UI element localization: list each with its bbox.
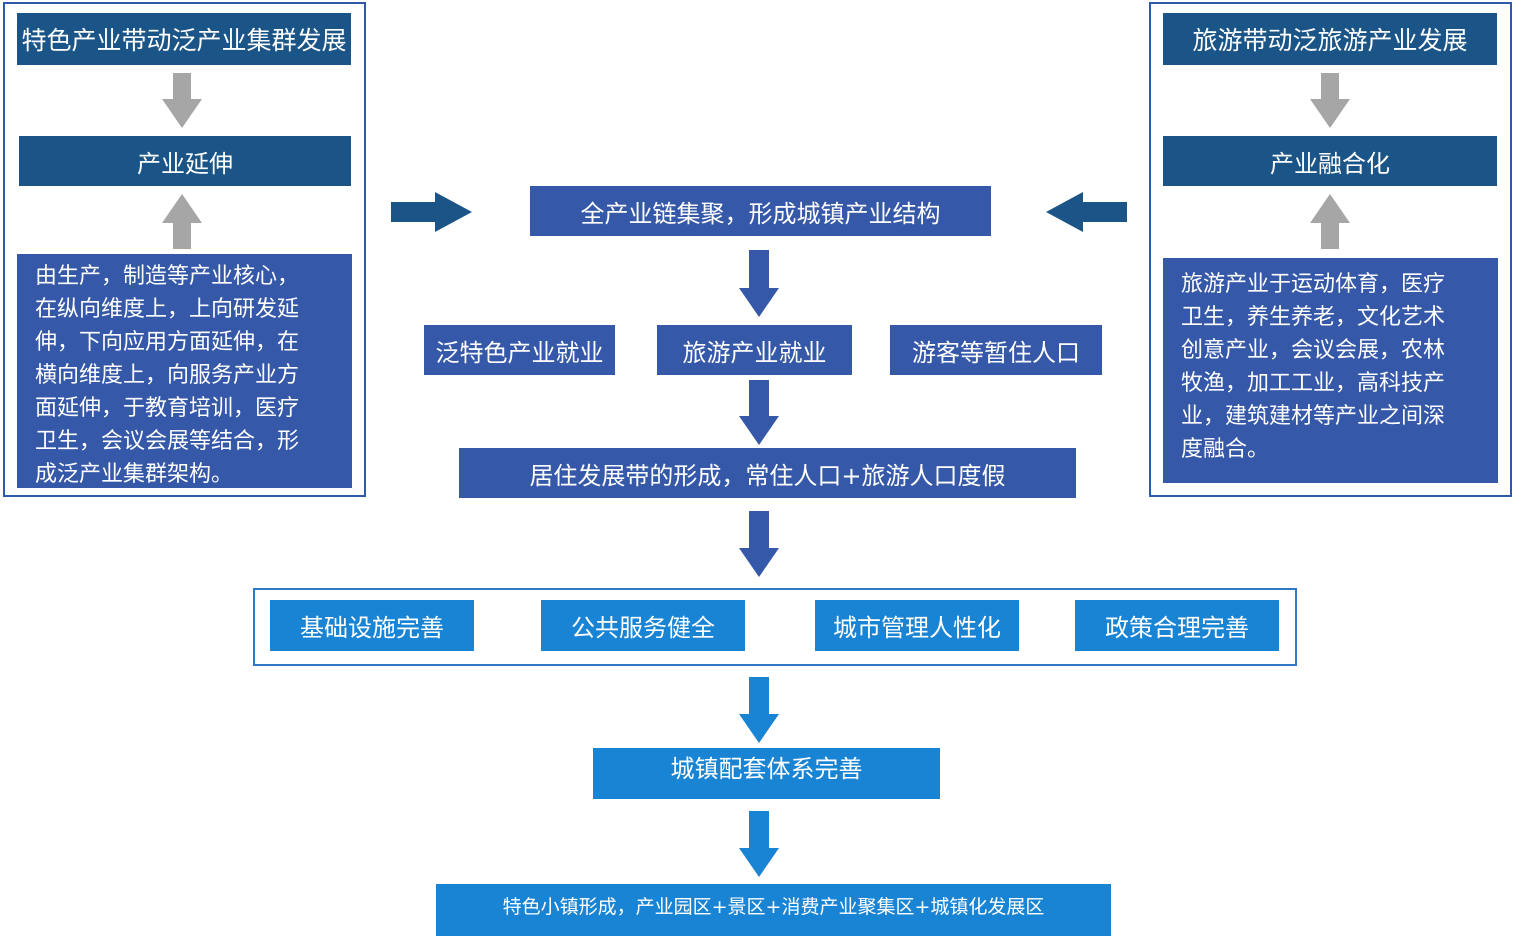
left-title: 特色产业带动泛产业集群发展 (17, 13, 351, 65)
residence-box: 居住发展带的形成，常住人口+旅游人口度假 (459, 448, 1076, 498)
service-box-policy: 政策合理完善 (1075, 600, 1279, 651)
right-pointing-arrow-icon (391, 192, 472, 232)
employment-box-visitors: 游客等暂住人口 (890, 325, 1102, 375)
right-description: 旅游产业于运动体育，医疗 卫生，养生养老，文化艺术 创意产业，会议会展，农林 牧… (1163, 258, 1498, 483)
down-arrow-icon (739, 250, 779, 317)
left-step: 产业延伸 (19, 136, 351, 186)
service-box-city-management: 城市管理人性化 (815, 600, 1019, 651)
left-pointing-arrow-icon (1046, 192, 1127, 232)
right-down-arrow-icon (1310, 73, 1350, 128)
down-arrow-icon (739, 380, 779, 445)
left-up-arrow-icon (162, 194, 202, 249)
result-box: 特色小镇形成，产业园区+景区+消费产业聚集区+城镇化发展区 (436, 884, 1111, 936)
service-box-public-services: 公共服务健全 (541, 600, 745, 651)
down-arrow-icon (739, 511, 779, 577)
down-arrow-icon (739, 811, 779, 877)
left-down-arrow-icon (162, 73, 202, 128)
employment-box-specialty: 泛特色产业就业 (424, 325, 615, 375)
industry-cluster-box: 全产业链集聚，形成城镇产业结构 (530, 186, 991, 236)
service-box-infrastructure: 基础设施完善 (270, 600, 474, 651)
right-title: 旅游带动泛旅游产业发展 (1163, 13, 1497, 65)
left-description: 由生产，制造等产业核心， 在纵向维度上，上向研发延 伸，下向应用方面延伸，在 横… (17, 254, 352, 488)
supporting-system-box: 城镇配套体系完善 (593, 748, 940, 799)
right-step: 产业融合化 (1163, 136, 1497, 186)
right-up-arrow-icon (1310, 194, 1350, 249)
employment-box-tourism: 旅游产业就业 (657, 325, 852, 375)
down-arrow-icon (739, 677, 779, 743)
